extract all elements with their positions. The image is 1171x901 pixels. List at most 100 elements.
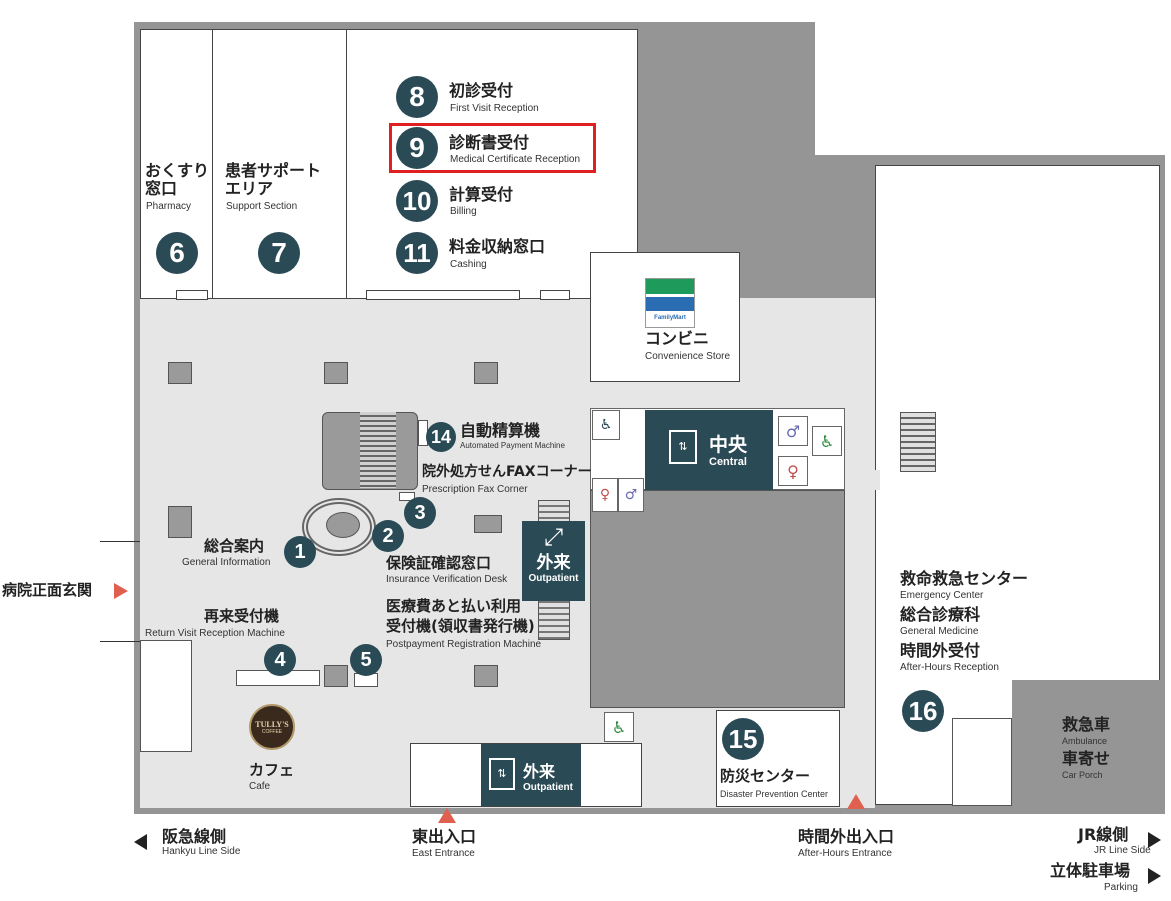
pillar [324, 362, 348, 384]
marker-8[interactable]: 8 [396, 76, 438, 118]
return-visit-label-en: Return Visit Reception Machine [145, 628, 285, 639]
billing-label-en: Billing [450, 206, 477, 217]
pillar [324, 665, 348, 687]
hankyu-label-en: Hankyu Line Side [162, 846, 241, 857]
tullys-brand: TULLY'S [255, 719, 289, 729]
marker-7[interactable]: 7 [258, 232, 300, 274]
pillar [474, 362, 498, 384]
fax-label-en: Prescription Fax Corner [422, 484, 528, 495]
corridor-upper-right [845, 470, 880, 490]
insurance-label-en: Insurance Verification Desk [386, 574, 508, 585]
auto-pay-label: 自動精算機 [460, 421, 541, 440]
marker-2[interactable]: 2 [372, 520, 404, 552]
convenience-label: コンビニ [645, 329, 710, 348]
fax-machine-box [399, 492, 415, 501]
elevator-icon: ⇅ [669, 430, 697, 464]
cafe-label: カフェ [249, 761, 295, 779]
after-hours-reception-label-en: After-Hours Reception [900, 662, 999, 673]
marker-11[interactable]: 11 [396, 232, 438, 274]
marker-14[interactable]: 14 [426, 422, 456, 452]
after-hours-entrance-arrow[interactable] [847, 794, 865, 809]
convenience-label-en: Convenience Store [645, 351, 731, 362]
marker-16[interactable]: 16 [902, 690, 944, 732]
marker-5[interactable]: 5 [350, 644, 382, 676]
central-elevator-sign: ⇅ 中央 Central [645, 410, 773, 490]
hankyu-arrow-icon[interactable] [134, 834, 147, 850]
emergency-label-en: Emergency Center [900, 590, 984, 601]
med-cert-label: 診断書受付 [449, 133, 530, 152]
elevator-icon: ⇅ [489, 758, 515, 790]
main-entrance-label: 病院正面玄関 [2, 581, 93, 599]
postpay-label-1: 医療費あと払い利用 [386, 597, 522, 615]
central-label: 中央 [709, 434, 748, 456]
general-info-label-en: General Information [182, 557, 271, 568]
jr-arrow-icon[interactable] [1148, 832, 1161, 848]
car-porch-label: 車寄せ [1062, 749, 1111, 768]
ambulance-area [1012, 680, 1162, 808]
outpatient-escalator-sign: ⤢ 外来 Outpatient [522, 521, 585, 601]
after-hours-entrance-label-en: After-Hours Entrance [798, 848, 892, 859]
support-label: 患者サポート エリア [225, 161, 322, 199]
ambulance-label: 救急車 [1062, 715, 1111, 734]
parking-label: 立体駐車場 [1050, 861, 1131, 880]
marker-1[interactable]: 1 [284, 536, 316, 568]
jr-label-en: JR Line Side [1094, 845, 1151, 856]
cashing-label: 料金収納窓口 [449, 237, 546, 256]
east-stairs [900, 412, 936, 472]
first-visit-label-en: First Visit Reception [450, 103, 539, 114]
counter [540, 290, 570, 300]
outpatient-escalator-label-en: Outpatient [528, 573, 579, 584]
escalator-steps [360, 412, 396, 488]
after-hours-reception-label: 時間外受付 [900, 641, 981, 660]
central-core [590, 490, 845, 708]
east-entrance-label-en: East Entrance [412, 848, 475, 859]
return-visit-label: 再来受付機 [204, 607, 280, 625]
highlight-box [389, 123, 596, 173]
marker-15[interactable]: 15 [722, 718, 764, 760]
east-entrance-arrow[interactable] [438, 808, 456, 823]
marker-6[interactable]: 6 [156, 232, 198, 274]
postpay-label-2: 受付機(領収書発行機) [386, 617, 535, 635]
left-entrance-wall [140, 640, 192, 752]
disaster-label-en: Disaster Prevention Center [720, 789, 829, 799]
jr-label: JR線側 [1078, 825, 1129, 844]
ambulance-label-en: Ambulance [1062, 736, 1108, 746]
central-label-en: Central [709, 456, 747, 468]
pillar [168, 506, 192, 538]
female-toilet-icon: ♀ [592, 478, 618, 512]
male-toilet-icon: ♂ [778, 416, 808, 446]
pillar [168, 362, 192, 384]
info-desk [302, 498, 376, 556]
pillar [474, 665, 498, 687]
marker-3[interactable]: 3 [404, 497, 436, 529]
marker-10[interactable]: 10 [396, 180, 438, 222]
general-medicine-label-en: General Medicine [900, 626, 979, 637]
pharmacy-label: おくすり 窓口 [145, 161, 210, 199]
marker-9[interactable]: 9 [396, 127, 438, 169]
pharmacy-label-en: Pharmacy [146, 201, 192, 212]
general-info-label: 総合案内 [204, 537, 265, 555]
parking-arrow-icon[interactable] [1148, 868, 1161, 884]
fax-label: 院外処方せんFAXコーナー [422, 464, 592, 480]
pillar [474, 515, 502, 533]
emergency-label: 救命救急センター [900, 569, 1029, 588]
main-entrance-arrow[interactable] [114, 583, 128, 599]
counter [176, 290, 208, 300]
marker-4[interactable]: 4 [264, 644, 296, 676]
familymart-logo: FamilyMart [645, 278, 695, 328]
counter [366, 290, 520, 300]
familymart-brand: FamilyMart [654, 315, 686, 321]
east-entrance-label: 東出入口 [412, 827, 477, 846]
hankyu-label: 阪急線側 [162, 827, 227, 846]
cashing-label-en: Cashing [450, 259, 487, 270]
male-toilet-icon: ♂ [618, 478, 644, 512]
disaster-label: 防災センター [720, 767, 811, 785]
escalator-icon: ⤢ [543, 523, 564, 551]
tullys-logo: TULLY'S COFFEE [249, 704, 295, 750]
general-medicine-label: 総合診療科 [900, 605, 981, 624]
support-label-en: Support Section [226, 201, 298, 212]
billing-label: 計算受付 [449, 185, 514, 204]
main-entrance-line-bottom [100, 641, 140, 642]
tullys-brand-sub: COFFEE [261, 728, 283, 735]
emergency-inner-room [952, 718, 1012, 806]
